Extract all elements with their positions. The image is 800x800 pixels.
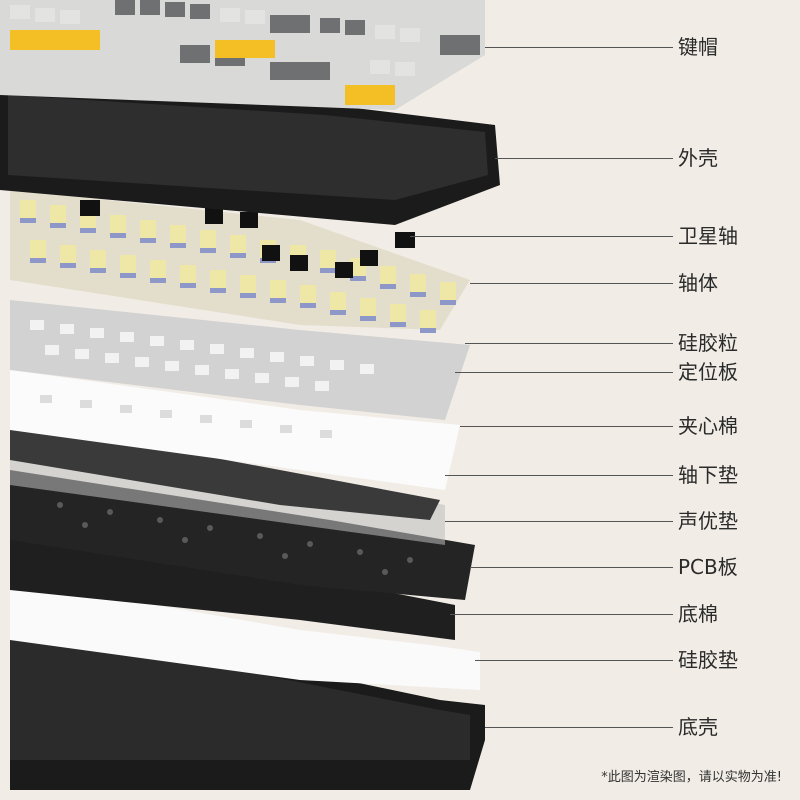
leader-line-pcb — [470, 567, 673, 568]
leader-line-plate — [455, 372, 673, 373]
label-bottom-foam: 底棉 — [678, 602, 718, 626]
label-keycaps: 键帽 — [678, 35, 718, 59]
render-disclaimer: *此图为渲染图，请以实物为准! — [601, 770, 782, 785]
foam-holes — [40, 395, 332, 438]
label-bottom-case: 底壳 — [678, 715, 718, 739]
keycap-grid — [10, 0, 480, 105]
stabilizers — [80, 200, 415, 278]
plate-layer — [10, 300, 470, 420]
label-plate: 定位板 — [678, 360, 738, 384]
bottom-case-rim — [10, 625, 470, 760]
leader-line-stabilizers — [410, 236, 673, 237]
label-switches: 轴体 — [678, 271, 718, 295]
outer-case-opening — [8, 95, 488, 200]
plate-cutouts — [30, 320, 374, 391]
leader-line-switch-pad — [445, 475, 673, 476]
leader-line-keycaps — [485, 47, 673, 48]
label-sandwich-foam: 夹心棉 — [678, 414, 738, 438]
switch-pad-layer — [10, 420, 440, 520]
leader-line-sandwich-foam — [460, 426, 673, 427]
pcb-holes — [57, 502, 413, 575]
leader-line-bottom-case — [485, 727, 673, 728]
leader-line-silicone-particles — [465, 343, 673, 344]
label-sound-pad: 声优垫 — [678, 509, 738, 533]
leader-line-bottom-foam — [450, 614, 673, 615]
leader-line-outer-case — [495, 158, 673, 159]
leader-line-sound-pad — [445, 521, 673, 522]
label-silicone-particles: 硅胶粒 — [678, 331, 738, 355]
leader-line-switches — [470, 283, 673, 284]
sandwich-foam-layer — [10, 370, 460, 490]
label-silicone-pad: 硅胶垫 — [678, 648, 738, 672]
pcb-layer — [10, 470, 475, 600]
label-switch-pad: 轴下垫 — [678, 463, 738, 487]
label-outer-case: 外壳 — [678, 146, 718, 170]
silicone-pad-layer — [10, 580, 480, 690]
label-pcb: PCB板 — [678, 555, 738, 579]
label-stabilizers: 卫星轴 — [678, 224, 738, 248]
bottom-foam-layer — [10, 530, 455, 640]
leader-line-silicone-pad — [475, 660, 673, 661]
